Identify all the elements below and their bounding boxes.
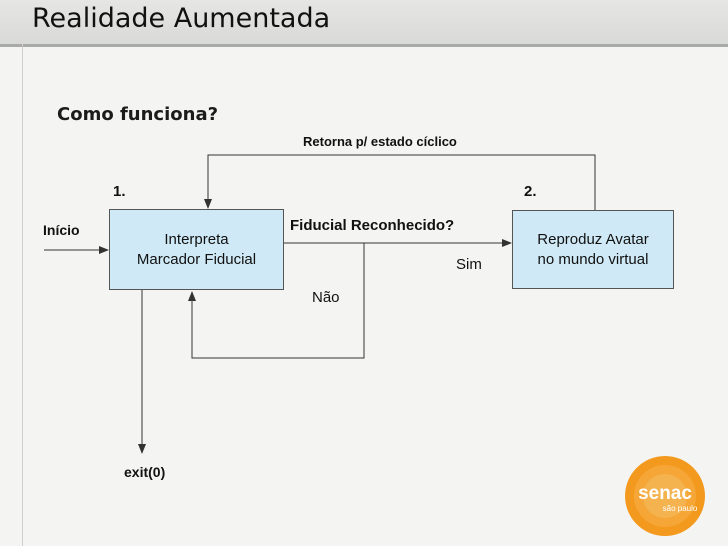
step-2-label: 2. (524, 183, 537, 200)
no-arrow (188, 243, 365, 359)
senac-logo: senac são paulo (624, 455, 706, 537)
loop-label: Retorna p/ estado cíclico (303, 134, 457, 149)
box1-line2: Marcador Fiducial (136, 250, 257, 268)
svg-text:são paulo: são paulo (663, 504, 698, 513)
loop-arrow (204, 154, 596, 210)
senac-logo-icon: senac são paulo (625, 456, 705, 536)
left-rule (22, 44, 23, 546)
title-rule (0, 44, 728, 47)
box1-line1: Interpreta (164, 230, 229, 248)
yes-label: Sim (456, 256, 482, 273)
title-bar (0, 0, 728, 44)
box2-line2: no mundo virtual (537, 250, 649, 268)
diagram-subtitle: Como funciona? (57, 104, 219, 125)
interpret-marker-box: Interpreta Marcador Fiducial (109, 209, 284, 290)
no-label: Não (312, 289, 340, 306)
svg-text:senac: senac (638, 483, 692, 504)
exit-label: exit(0) (124, 464, 166, 480)
start-label: Início (43, 222, 80, 238)
slide-title: Realidade Aumentada (32, 3, 331, 34)
render-avatar-box: Reproduz Avatar no mundo virtual (512, 210, 674, 289)
box2-line1: Reproduz Avatar (537, 230, 649, 248)
step-1-label: 1. (113, 183, 126, 200)
decision-label: Fiducial Reconhecido? (290, 217, 455, 234)
